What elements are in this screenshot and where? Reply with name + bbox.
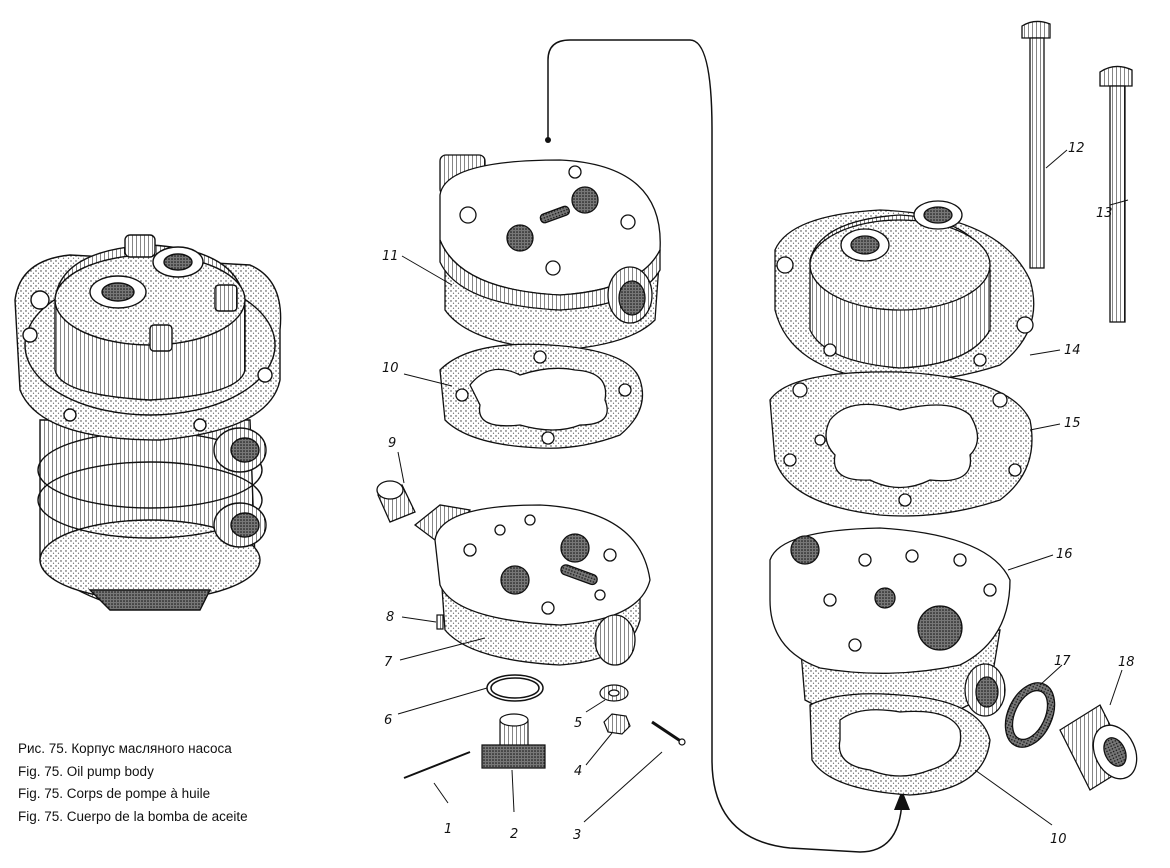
- part-16-housing: [769, 527, 1011, 723]
- part-9-bushing: [376, 480, 416, 523]
- caption-french: Fig. 75. Corps de pompe à huile: [18, 786, 211, 801]
- assembly-arrow-line: [547, 39, 903, 853]
- part-14-cover-assembly: [774, 200, 1035, 382]
- part-15-gasket: [769, 371, 1033, 517]
- caption-russian: Рис. 75. Корпус масляного насоса: [18, 741, 232, 756]
- part-10-gasket-bottom: [809, 693, 991, 796]
- part-6-o-ring: [486, 674, 544, 702]
- label-part-4: 4: [574, 764, 582, 779]
- part-11-cover: [439, 154, 661, 351]
- part-3-cotter-pin: [651, 720, 686, 746]
- part-1-rod: [403, 751, 471, 779]
- part-12-bolt: [1021, 20, 1051, 269]
- part-7-housing: [413, 504, 651, 666]
- label-part-18: 18: [1118, 655, 1135, 670]
- part-17-seal-ring: [1004, 682, 1056, 748]
- label-part-12: 12: [1068, 141, 1085, 156]
- figure-caption: Рис. 75. Корпус масляного насоса Fig. 75…: [18, 738, 248, 828]
- label-part-2: 2: [510, 827, 518, 842]
- label-part-3: 3: [573, 828, 581, 843]
- label-part-15: 15: [1064, 416, 1081, 431]
- part-4-nut: [603, 713, 631, 735]
- part-13-bolt: [1099, 65, 1133, 323]
- label-part-7: 7: [384, 655, 393, 670]
- part-5-washer: [599, 684, 629, 702]
- label-part-6: 6: [384, 713, 392, 728]
- arrow-head: [894, 790, 910, 810]
- leader-lines: [397, 149, 1129, 826]
- arrow-start-dot: [545, 137, 551, 143]
- assembled-oil-pump: [14, 234, 282, 611]
- part-18-fitting: [1059, 704, 1138, 791]
- part-number-labels: 1 2 3 4 5 6 7 8 9 10 11 12 13 14 15 16 1…: [382, 141, 1135, 847]
- label-part-11: 11: [382, 249, 399, 264]
- part-10-gasket-top: [439, 343, 644, 449]
- label-part-10-bottom: 10: [1050, 832, 1067, 847]
- label-part-8: 8: [386, 610, 394, 625]
- label-part-10-top: 10: [382, 361, 399, 376]
- part-8-pin: [436, 614, 444, 630]
- label-part-14: 14: [1064, 343, 1081, 358]
- label-part-1: 1: [444, 822, 452, 837]
- label-part-16: 16: [1056, 547, 1073, 562]
- caption-spanish: Fig. 75. Cuerpo de la bomba de aceite: [18, 808, 248, 824]
- label-part-17: 17: [1054, 654, 1071, 669]
- label-part-5: 5: [574, 716, 582, 731]
- label-part-9: 9: [388, 436, 396, 451]
- caption-english: Fig. 75. Oil pump body: [18, 763, 154, 779]
- part-2-plug: [481, 713, 546, 769]
- label-part-13: 13: [1096, 206, 1113, 221]
